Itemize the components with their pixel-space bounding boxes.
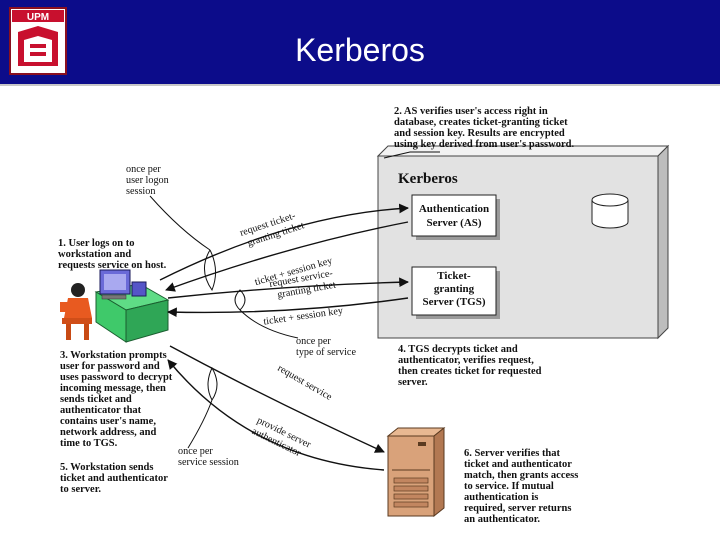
logo-text: UPM — [27, 12, 49, 23]
step-6-text: 6. Server verifies that ticket and authe… — [464, 448, 578, 525]
svg-text:incoming message, then: incoming message, then — [60, 383, 166, 394]
arrow-ticket-session-key-2 — [167, 297, 409, 318]
svg-text:authenticator that: authenticator that — [60, 405, 142, 416]
kerberos-panel: Kerberos — [376, 144, 670, 340]
step-5-text: 5. Workstation sends ticket and authenti… — [60, 462, 168, 495]
label-request-service: request service — [276, 363, 335, 403]
svg-text:type of service: type of service — [296, 347, 356, 358]
note-once-per-service-session: once per service session — [178, 446, 239, 468]
svg-text:then creates ticket for reques: then creates ticket for requested — [398, 366, 542, 377]
svg-text:database, creates ticket-grant: database, creates ticket-granting ticket — [394, 117, 568, 128]
svg-text:2. AS verifies user's access r: 2. AS verifies user's access right in — [394, 106, 548, 117]
svg-text:3. Workstation prompts: 3. Workstation prompts — [60, 350, 167, 361]
svg-text:ticket and authenticator: ticket and authenticator — [464, 459, 572, 470]
as-box: Authentication Server (AS) — [411, 194, 500, 240]
svg-text:requests service on host.: requests service on host. — [58, 260, 167, 271]
tgs-box: Ticket- granting Server (TGS) — [411, 266, 500, 319]
kerberos-diagram: Kerberos Authentication Server (AS) Tick… — [58, 106, 670, 525]
step-4-text: 4. TGS decrypts ticket and authenticator… — [398, 344, 542, 388]
svg-text:and session key. Results are e: and session key. Results are encrypted — [394, 128, 565, 139]
leader-once-per-logon — [149, 195, 211, 251]
svg-text:ticket and authenticator: ticket and authenticator — [60, 473, 168, 484]
svg-text:user for password and: user for password and — [60, 361, 160, 372]
kerberos-label: Kerberos — [398, 171, 458, 187]
svg-text:1. User logs on to: 1. User logs on to — [58, 238, 135, 249]
leader-step2 — [383, 151, 440, 159]
leader-once-per-service-type — [239, 309, 299, 339]
as-box-line-1: Authentication — [419, 203, 489, 215]
svg-text:uses password to decrypt: uses password to decrypt — [60, 372, 173, 383]
label-request-tgt: request ticket- granting ticket — [238, 210, 305, 249]
svg-text:time to TGS.: time to TGS. — [60, 438, 118, 449]
loop-once-per-service-type — [234, 289, 246, 311]
step-3-text: 3. Workstation prompts user for password… — [60, 350, 173, 449]
svg-text:authenticator, verifies reques: authenticator, verifies request, — [398, 355, 534, 366]
svg-text:using key derived from user's: using key derived from user's password. — [394, 139, 574, 150]
title-bar — [0, 0, 720, 84]
note-once-per-service-type: once per type of service — [296, 336, 356, 358]
note-once-per-logon: once per user logon session — [126, 164, 169, 197]
tgs-box-line-3: Server (TGS) — [422, 296, 485, 308]
svg-text:server.: server. — [398, 377, 428, 388]
tgs-box-line-2: granting — [434, 283, 475, 295]
svg-text:required, server returns: required, server returns — [464, 503, 571, 514]
arrow-request-service — [169, 345, 385, 453]
tgs-box-line-1: Ticket- — [437, 270, 471, 282]
svg-text:once per: once per — [296, 336, 331, 347]
arrow-provide-authenticator — [167, 359, 385, 471]
leader-once-per-service-session — [187, 399, 213, 449]
svg-text:an authenticator.: an authenticator. — [464, 514, 540, 525]
svg-text:authentication is: authentication is — [464, 492, 538, 503]
svg-text:workstation and: workstation and — [58, 249, 131, 260]
svg-text:service session: service session — [178, 457, 239, 468]
svg-text:6. Server verifies that: 6. Server verifies that — [464, 448, 561, 459]
svg-text:network address, and: network address, and — [60, 427, 157, 438]
svg-text:contains user's name,: contains user's name, — [60, 416, 156, 427]
svg-text:4. TGS decrypts ticket and: 4. TGS decrypts ticket and — [398, 344, 518, 355]
as-box-line-2: Server (AS) — [426, 217, 481, 229]
arrow-request-tgt — [159, 203, 409, 281]
svg-text:5. Workstation sends: 5. Workstation sends — [60, 462, 153, 473]
user-workstation-icon — [60, 269, 170, 343]
university-logo-icon: UPM — [9, 7, 67, 75]
arrow-request-service-ticket — [167, 277, 409, 299]
step-1-text: 1. User logs on to workstation and reque… — [58, 238, 167, 271]
loop-once-per-logon — [204, 249, 216, 292]
database-cylinder-icon — [591, 193, 629, 229]
svg-text:to service. If mutual: to service. If mutual — [464, 481, 554, 492]
svg-text:once per: once per — [178, 446, 213, 457]
title-bar-divider — [0, 84, 720, 86]
svg-text:match, then grants access: match, then grants access — [464, 470, 578, 481]
slide-title: Kerberos — [295, 32, 425, 68]
step-2-text: 2. AS verifies user's access right in da… — [394, 106, 574, 150]
svg-text:user logon: user logon — [126, 175, 169, 186]
svg-text:to server.: to server. — [60, 484, 101, 495]
loop-once-per-service-session — [207, 366, 218, 401]
svg-text:sends ticket and: sends ticket and — [60, 394, 132, 405]
svg-text:session: session — [126, 186, 155, 197]
svg-text:once per: once per — [126, 164, 161, 175]
tower-server-icon — [386, 426, 446, 518]
arrow-ticket-session-key-1 — [165, 221, 409, 292]
